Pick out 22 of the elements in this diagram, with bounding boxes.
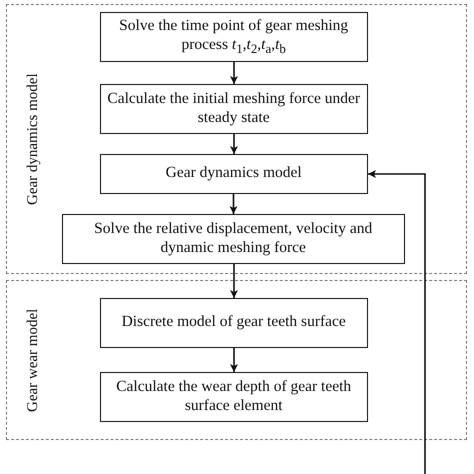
arrow: [230, 194, 238, 214]
box-text: Solve the relative displacement, velocity and dynamic meshing force: [93, 220, 374, 258]
group-frame: [6, 280, 467, 440]
process-box: [62, 214, 405, 264]
box-text: Calculate the wear depth of gear teeth surface element: [115, 378, 352, 416]
arrow: [230, 348, 238, 372]
group-label: Gear dynamics model: [25, 72, 42, 207]
box-text: Solve the time point of gear meshing process t$_{1}$,t$_{2}$,t$_{a}$,t$_{b}$: [118, 17, 350, 56]
box-text: Calculate the initial meshing force under steady state: [106, 90, 361, 128]
box-text: Discrete model of gear teeth surface: [122, 313, 346, 332]
process-box: [100, 84, 368, 134]
arrow: [230, 264, 238, 298]
arrow: [368, 170, 426, 474]
process-box: [100, 372, 368, 422]
process-box: [100, 154, 368, 194]
arrow: [230, 62, 238, 84]
group-label: Gear wear model: [25, 307, 42, 414]
box-text: Gear dynamics model: [166, 164, 302, 183]
process-box: [100, 12, 368, 62]
process-box: [100, 298, 368, 348]
arrow: [230, 134, 238, 154]
group-frame: [6, 4, 467, 274]
